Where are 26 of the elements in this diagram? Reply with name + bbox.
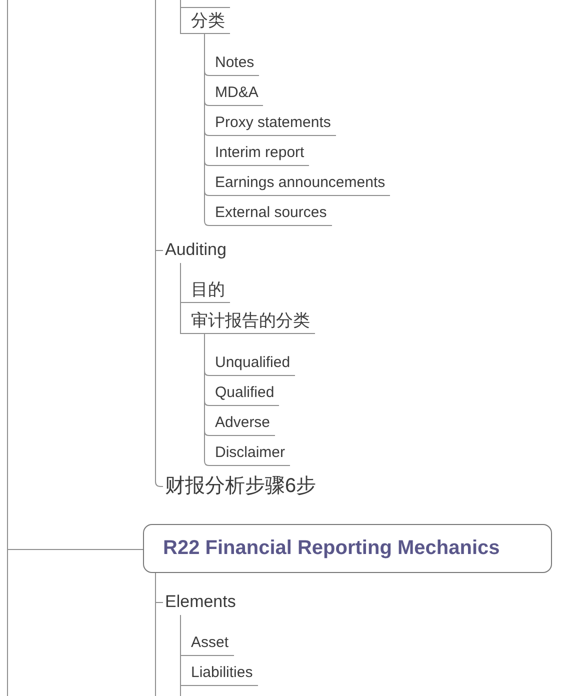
connector-line <box>180 0 181 34</box>
underlined-topic: External sources <box>209 201 332 226</box>
underlined-topic: Interim report <box>209 141 310 166</box>
connector-line <box>180 614 181 686</box>
underlined-topic: Adverse <box>209 411 276 436</box>
underlined-topic: Proxy statements <box>209 111 336 136</box>
underlined-topic: Liabilities <box>180 661 258 686</box>
topic-text: Auditing <box>163 237 228 263</box>
underlined-topic: Asset <box>180 631 234 656</box>
connector-line <box>155 572 164 603</box>
connector-line <box>7 549 144 550</box>
underlined-topic: MD&A <box>209 81 264 106</box>
underlined-topic: Notes <box>209 51 260 76</box>
topic-text: 财报分析步骤6步 <box>163 473 318 499</box>
underlined-topic: Earnings announcements <box>209 171 390 196</box>
central-topic-box: R22 Financial Reporting Mechanics <box>143 524 552 573</box>
underlined-topic: Unqualified <box>209 351 296 376</box>
connector-line <box>180 262 181 334</box>
connector-line <box>204 34 210 226</box>
underlined-topic: 分类 <box>180 9 230 34</box>
connector-line <box>204 334 210 466</box>
underlined-topic: 审计报告的分类 <box>180 309 315 334</box>
underlined-topic: Qualified <box>209 381 280 406</box>
underlined-topic: 目的 <box>180 278 230 303</box>
underlined-topic: Disclaimer <box>209 441 290 466</box>
topic-text: Elements <box>163 589 238 615</box>
